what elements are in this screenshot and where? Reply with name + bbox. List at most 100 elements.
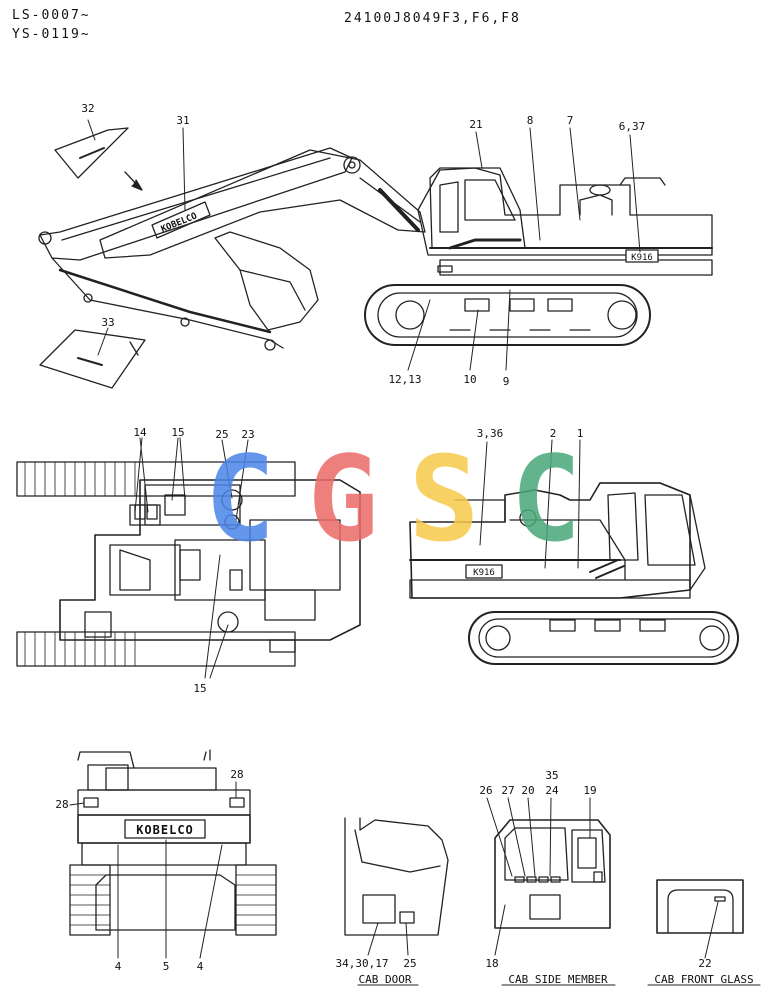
cab-side-decal — [529, 894, 561, 920]
arm — [39, 147, 353, 261]
cab-side-window — [504, 827, 569, 881]
part-number: 24100J8049F3,F6,F8 — [344, 11, 521, 26]
cab-front-glass-pane — [667, 889, 734, 934]
callout: 6,37 — [619, 120, 646, 133]
counterweight-top — [77, 789, 251, 816]
callout: 33 — [101, 316, 114, 329]
track-top — [16, 461, 296, 497]
engine-hood — [579, 194, 613, 216]
cab-side-outline — [494, 819, 611, 929]
model-decal-left-text: K916 — [473, 568, 495, 578]
callout: 28 — [55, 798, 68, 811]
callout: 10 — [463, 373, 476, 386]
track-rear-left — [69, 864, 111, 936]
callout: 14 — [133, 426, 147, 439]
callout: 12,13 — [388, 373, 421, 386]
boom-arm-pin — [343, 156, 361, 174]
brand-decal-counterweight: KOBELCO — [136, 823, 194, 837]
arm-pin — [38, 231, 52, 245]
callout: 32 — [81, 102, 94, 115]
callout: 25 — [215, 428, 228, 441]
callout: 23 — [241, 428, 254, 441]
callout: 19 — [583, 784, 596, 797]
watermark-letter: C — [510, 430, 581, 568]
cab-door-title: CAB DOOR — [359, 973, 412, 986]
fuel-cap-rear — [217, 611, 239, 633]
watermark-letter: S — [408, 430, 479, 568]
callout: 7 — [567, 114, 574, 127]
excavator-rear-view — [69, 749, 277, 959]
rear-light-right — [229, 797, 245, 808]
callout: 25 — [403, 957, 416, 970]
callout: 34,30,17 — [336, 957, 389, 970]
model-decal-right — [625, 249, 659, 263]
counterweight-decal-plate — [124, 819, 206, 839]
callout: 31 — [176, 114, 189, 127]
callout: 18 — [485, 957, 498, 970]
callout: 15 — [193, 682, 206, 695]
excavator-top-view — [16, 437, 361, 679]
track-bottom — [16, 631, 296, 667]
cab-front-outline — [656, 879, 744, 934]
upper-structure-top — [59, 479, 361, 641]
serial-range-ys: YS-0119~ — [12, 27, 91, 42]
callout: 9 — [503, 375, 510, 388]
sprocket-wheel — [607, 300, 637, 330]
side-stripe — [448, 238, 522, 250]
callout: 3,36 — [477, 427, 504, 440]
upper-structure — [417, 167, 713, 256]
model-decal-left — [465, 564, 503, 579]
cab-door-outline — [344, 817, 449, 936]
track-inner — [377, 292, 638, 338]
track-left — [468, 611, 739, 665]
cab-side-member-detail — [486, 797, 616, 986]
cab-side-member-title: CAB SIDE MEMBER — [508, 973, 608, 986]
exhaust-cap — [589, 184, 611, 196]
watermark-letter: G — [307, 430, 378, 568]
callout: 22 — [698, 957, 711, 970]
callout: 27 — [501, 784, 514, 797]
bucket — [214, 231, 319, 331]
arrow-head — [131, 179, 143, 191]
model-decal-right-text: K916 — [631, 253, 653, 263]
serial-range-ls: LS-0007~ — [12, 8, 91, 23]
boom — [99, 149, 426, 259]
track-frame — [364, 284, 651, 346]
cab-window-left-front — [644, 494, 696, 566]
decal-32-sheet — [54, 127, 129, 179]
upper-structure-left — [409, 482, 691, 599]
decal-33-sheet — [39, 329, 146, 389]
callout: 35 — [545, 769, 558, 782]
watermark-letter: C — [204, 430, 275, 568]
rear-light-left — [83, 797, 99, 808]
callout: 20 — [521, 784, 534, 797]
cab-front-glass-detail — [647, 879, 761, 986]
cab-left — [599, 482, 706, 591]
track-rear-right — [235, 864, 277, 936]
cab-window-side — [464, 179, 516, 221]
boom-pivot-left — [519, 509, 537, 527]
excavator-side-view — [38, 119, 713, 389]
idler-wheel — [395, 300, 425, 330]
callout: 21 — [469, 118, 482, 131]
cab-front-glass-title: CAB FRONT GLASS — [654, 973, 753, 986]
cab-window-front — [439, 181, 459, 233]
callout: 1 — [577, 427, 584, 440]
callout: 24 — [545, 784, 559, 797]
cab-door-detail — [344, 817, 449, 986]
decal-32-text — [79, 147, 105, 159]
callout: 15 — [171, 426, 184, 439]
callout: 26 — [479, 784, 492, 797]
callout: 28 — [230, 768, 243, 781]
boom-decal-plate — [151, 201, 211, 239]
cab-door-decal — [362, 894, 396, 924]
watermark: C G S C — [204, 430, 581, 568]
counterweight-band — [439, 259, 713, 276]
fuel-cap-top — [221, 489, 243, 511]
cab-rear — [77, 751, 135, 769]
callout: 4 — [115, 960, 122, 973]
callout: 5 — [163, 960, 170, 973]
cab-front-decal — [714, 896, 726, 902]
